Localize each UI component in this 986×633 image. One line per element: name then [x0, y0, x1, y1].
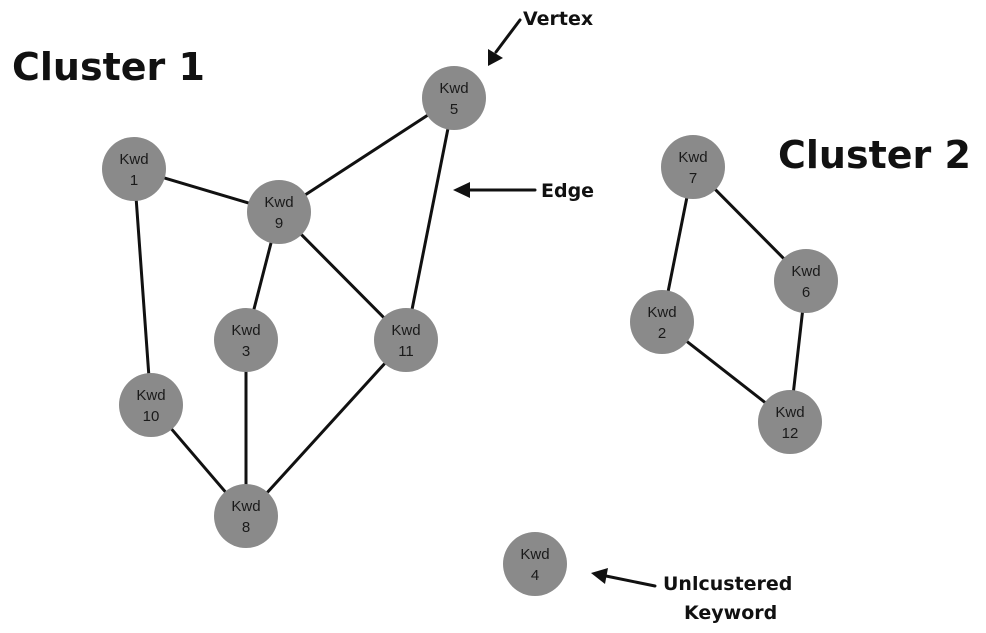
node-circle: [661, 135, 725, 199]
edges-layer: [134, 114, 804, 494]
node-kwd10: Kwd 10: [119, 373, 183, 437]
node-kwd12: Kwd 12: [758, 390, 822, 454]
unclustered-annotation: Unlcustered Keyword: [591, 568, 792, 624]
edge-kwd11-kwd8: [266, 362, 386, 494]
node-label-line1: Kwd: [678, 149, 707, 166]
node-label-line2: 6: [802, 284, 810, 301]
node-kwd6: Kwd 6: [774, 249, 838, 313]
node-label-line2: 5: [450, 101, 458, 118]
edge-kwd2-kwd12: [685, 340, 767, 404]
node-label-line2: 11: [398, 343, 414, 360]
node-label-line1: Kwd: [119, 151, 148, 168]
node-kwd9: Kwd 9: [247, 180, 311, 244]
edge-kwd9-kwd3: [252, 241, 273, 311]
unclustered-label-line2: Keyword: [684, 602, 777, 624]
vertex-annotation: Vertex: [488, 8, 593, 66]
vertex-arrow-head: [488, 49, 503, 66]
edge-kwd7-kwd6: [714, 188, 785, 260]
node-label-line2: 7: [689, 170, 697, 187]
node-circle: [503, 532, 567, 596]
nodes-layer: Kwd1Kwd5Kwd9Kwd3Kwd11Kwd10Kwd8Kwd7Kwd6Kw…: [102, 66, 838, 596]
node-label-line2: 10: [143, 408, 160, 425]
node-circle: [422, 66, 486, 130]
node-label-line2: 12: [782, 425, 799, 442]
node-label-line1: Kwd: [136, 387, 165, 404]
node-kwd5: Kwd 5: [422, 66, 486, 130]
node-label-line1: Kwd: [647, 304, 676, 321]
node-circle: [774, 249, 838, 313]
edge-kwd6-kwd12: [792, 311, 804, 392]
node-label-line2: 1: [130, 172, 138, 189]
node-label-line2: 2: [658, 325, 666, 342]
node-label-line1: Kwd: [791, 263, 820, 280]
node-label-line1: Kwd: [439, 80, 468, 97]
node-label-line2: 8: [242, 519, 250, 536]
node-circle: [758, 390, 822, 454]
node-label-line1: Kwd: [231, 498, 260, 515]
node-kwd2: Kwd 2: [630, 290, 694, 354]
node-kwd3: Kwd 3: [214, 308, 278, 372]
node-circle: [247, 180, 311, 244]
edge-kwd9-kwd11: [300, 233, 385, 319]
cluster-2-title: Cluster 2: [778, 133, 971, 177]
node-kwd8: Kwd 8: [214, 484, 278, 548]
unclustered-label-line1: Unlcustered: [663, 573, 792, 595]
node-label-line2: 9: [275, 215, 283, 232]
edge-kwd10-kwd8: [170, 427, 227, 494]
vertex-arrow-shaft: [494, 18, 522, 54]
node-label-line1: Kwd: [231, 322, 260, 339]
edge-label: Edge: [541, 180, 594, 202]
edge-arrow-head: [453, 182, 470, 198]
node-circle: [630, 290, 694, 354]
unclustered-arrow-shaft: [604, 574, 657, 588]
unclustered-arrow-head: [591, 568, 608, 584]
node-circle: [374, 308, 438, 372]
node-label-line2: 3: [242, 343, 250, 360]
node-kwd4: Kwd 4: [503, 532, 567, 596]
node-circle: [214, 484, 278, 548]
edge-kwd1-kwd9: [163, 176, 250, 205]
node-circle: [102, 137, 166, 201]
node-kwd7: Kwd 7: [661, 135, 725, 199]
node-circle: [214, 308, 278, 372]
node-kwd1: Kwd 1: [102, 137, 166, 201]
node-label-line1: Kwd: [775, 404, 804, 421]
vertex-label: Vertex: [523, 8, 593, 30]
node-label-line1: Kwd: [264, 194, 293, 211]
node-label-line1: Kwd: [520, 546, 549, 563]
edge-kwd5-kwd9: [304, 114, 429, 196]
edge-kwd1-kwd10: [134, 199, 151, 375]
edge-annotation: Edge: [453, 180, 594, 202]
node-label-line2: 4: [531, 567, 539, 584]
edge-kwd5-kwd11: [410, 127, 450, 311]
cluster-1-title: Cluster 1: [12, 45, 205, 89]
node-circle: [119, 373, 183, 437]
edge-kwd7-kwd2: [666, 196, 689, 293]
node-label-line1: Kwd: [391, 322, 420, 339]
node-kwd11: Kwd 11: [374, 308, 438, 372]
